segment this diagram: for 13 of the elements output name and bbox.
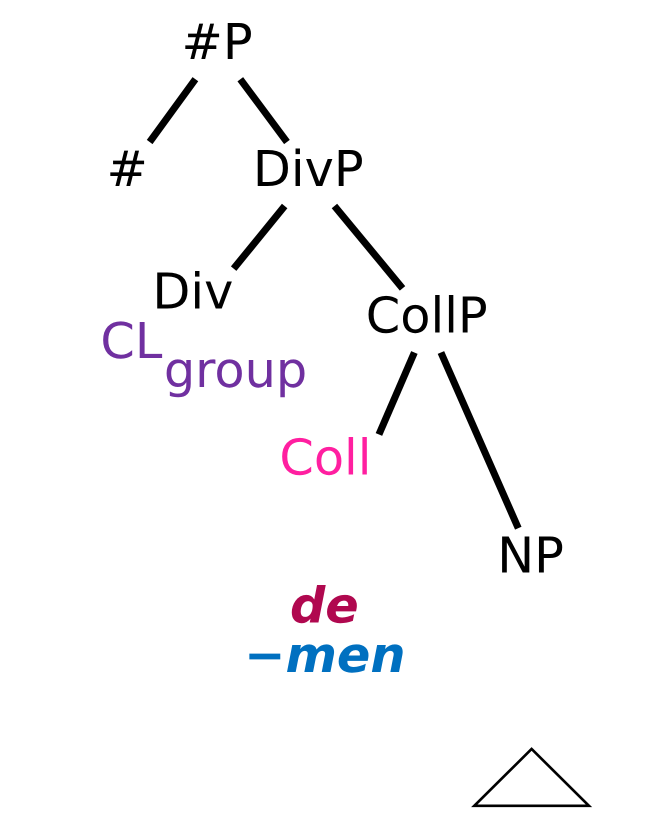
connector — [237, 77, 290, 144]
node-triangle — [471, 747, 592, 808]
node-text: NP — [497, 526, 564, 584]
node-text: Coll de −men — [244, 428, 406, 684]
connector — [438, 351, 522, 530]
connector — [376, 351, 418, 436]
connector — [332, 204, 406, 291]
node-text: DivP — [252, 140, 364, 198]
node-text: # — [106, 140, 148, 198]
connector — [230, 204, 288, 271]
node-text: #P — [181, 13, 253, 72]
node-text: CollP — [366, 286, 488, 345]
connector — [146, 77, 198, 144]
